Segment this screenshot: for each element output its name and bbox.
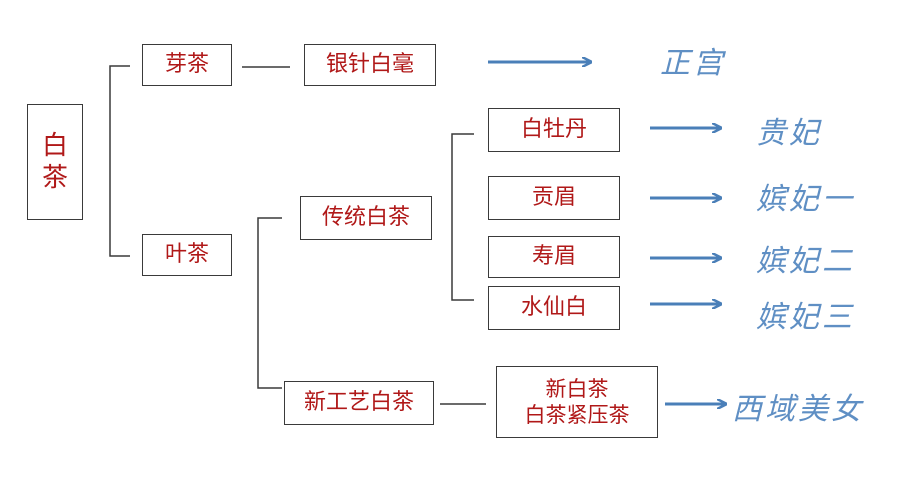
silver-needle-node: 银针白毫	[304, 44, 436, 86]
new-white-line2: 白茶紧压茶	[524, 403, 630, 427]
root-label-line2: 茶	[41, 163, 68, 193]
rank-silver-needle: 正宫	[660, 46, 726, 81]
shoumei-node: 寿眉	[488, 236, 620, 278]
root-bracket	[109, 65, 130, 257]
bud-tea-node: 芽茶	[142, 44, 232, 86]
new-white-line1: 新白茶	[545, 376, 609, 401]
traditional-bracket	[451, 133, 474, 301]
new-white-node: 新白茶 白茶紧压茶	[496, 366, 658, 438]
traditional-node: 传统白茶	[300, 196, 432, 240]
rank-new-white: 西域美女	[732, 392, 864, 427]
shuixian-bai-node: 水仙白	[488, 286, 620, 330]
leaf-bracket	[257, 217, 282, 389]
rank-shoumei: 嫔妃二	[756, 244, 855, 279]
root-label-line1: 白	[41, 130, 68, 161]
rank-gongmei: 嫔妃一	[756, 182, 855, 217]
gongmei-node: 贡眉	[488, 176, 620, 220]
new-process-node: 新工艺白茶	[284, 381, 434, 425]
root-node: 白 茶	[27, 104, 83, 220]
rank-bai-mudan: 贵妃	[756, 116, 822, 151]
leaf-tea-node: 叶茶	[142, 234, 232, 276]
bai-mudan-node: 白牡丹	[488, 108, 620, 152]
rank-shuixian-bai: 嫔妃三	[756, 300, 855, 335]
